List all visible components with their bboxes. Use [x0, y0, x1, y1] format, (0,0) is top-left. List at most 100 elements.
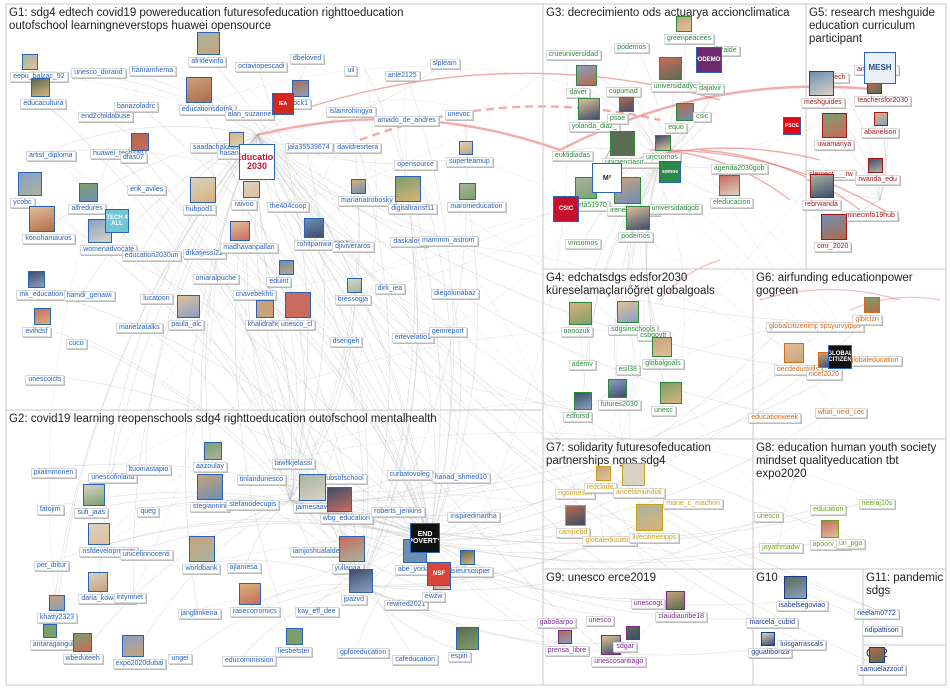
- node-label[interactable]: amado_de_andres: [374, 115, 439, 126]
- node-label[interactable]: ancefamundial: [613, 487, 665, 498]
- node-avatar[interactable]: [304, 217, 325, 238]
- podemos-logo[interactable]: PODEMOS: [696, 47, 722, 73]
- node-label[interactable]: education: [810, 505, 847, 516]
- node-label[interactable]: roberts_jenkins: [371, 506, 425, 517]
- node-label[interactable]: unescosantiago: [591, 656, 647, 667]
- node-avatar[interactable]: [665, 591, 685, 611]
- node-avatar[interactable]: [575, 64, 597, 86]
- node-label[interactable]: jangllinkena: [177, 609, 221, 620]
- node-label[interactable]: hanad_shmed10: [431, 473, 490, 484]
- node-label[interactable]: podemos: [618, 232, 653, 243]
- node-label[interactable]: djiviveraros: [332, 241, 374, 252]
- node-avatar[interactable]: [29, 206, 56, 233]
- node-label[interactable]: rewired2021: [383, 599, 429, 610]
- node-label[interactable]: octaviopescadi: [235, 61, 288, 72]
- node-label[interactable]: abanelson: [861, 128, 900, 139]
- node-label[interactable]: artist_diploma: [25, 151, 76, 162]
- node-label[interactable]: cafeducation: [392, 655, 438, 666]
- node-label[interactable]: gemreport: [428, 327, 467, 338]
- node-label[interactable]: the404coop: [266, 201, 310, 212]
- m2-logo[interactable]: M²: [592, 163, 622, 193]
- node-label[interactable]: oanozuk: [560, 327, 593, 338]
- node-label[interactable]: redclade: [583, 483, 617, 494]
- node-label[interactable]: equo: [665, 123, 687, 134]
- node-label[interactable]: tawfikjelassi: [271, 458, 315, 469]
- node-label[interactable]: neelam0772: [854, 608, 899, 619]
- node-label[interactable]: lucatoon: [140, 293, 173, 304]
- node-label[interactable]: educationweek: [748, 413, 801, 424]
- node-avatar[interactable]: [456, 627, 480, 651]
- node-label[interactable]: unesco: [585, 615, 615, 626]
- node-avatar[interactable]: [609, 130, 635, 156]
- node-label[interactable]: tipsyurvyipps: [817, 322, 864, 333]
- node-label[interactable]: csic: [693, 111, 712, 122]
- node-label[interactable]: slpleam: [429, 58, 460, 69]
- node-label[interactable]: inspiredmartha: [447, 511, 500, 522]
- node-label[interactable]: curbatovoleg: [386, 469, 433, 480]
- node-label[interactable]: bressogja: [334, 294, 372, 305]
- psoe-logo[interactable]: PSOE: [783, 117, 801, 135]
- node-label[interactable]: what_next_cec: [814, 408, 868, 419]
- node-label[interactable]: ycobc: [10, 198, 35, 209]
- node-label[interactable]: sdgar: [613, 641, 637, 652]
- node-label[interactable]: alan_suzanne: [224, 110, 275, 121]
- node-label[interactable]: stefanodecupis: [226, 499, 280, 510]
- node-avatar[interactable]: [821, 112, 847, 138]
- node-avatar[interactable]: [197, 473, 224, 500]
- node-label[interactable]: podemos: [614, 42, 649, 53]
- node-label[interactable]: ertevelatio1: [391, 332, 434, 343]
- node-avatar[interactable]: [626, 206, 651, 231]
- node-avatar[interactable]: [617, 300, 640, 323]
- node-avatar[interactable]: [83, 484, 106, 507]
- node-label[interactable]: per_ibitur: [33, 561, 70, 572]
- node-avatar[interactable]: [821, 213, 848, 240]
- node-label[interactable]: nicef2020: [805, 370, 842, 381]
- node-avatar[interactable]: [458, 141, 473, 156]
- node-label[interactable]: marcela_cubid: [746, 617, 798, 628]
- node-avatar[interactable]: [569, 302, 593, 326]
- node-avatar[interactable]: [121, 635, 144, 658]
- node-label[interactable]: psoe: [606, 113, 629, 124]
- node-label[interactable]: maromeducation: [447, 201, 506, 212]
- node-avatar[interactable]: [874, 112, 889, 127]
- node-label[interactable]: end2childabuse: [78, 111, 134, 122]
- node-label[interactable]: aazoulay: [193, 461, 228, 472]
- node-label[interactable]: meshguides: [801, 97, 845, 108]
- node-label[interactable]: tinlandunesco: [236, 475, 286, 486]
- node-avatar[interactable]: [675, 16, 692, 33]
- node-avatar[interactable]: [73, 633, 93, 653]
- node-label[interactable]: uwamariya: [814, 139, 855, 150]
- node-label[interactable]: konohamauros: [22, 234, 75, 245]
- node-label[interactable]: omaralpuche: [192, 274, 239, 285]
- node-label[interactable]: khatty2323: [36, 612, 78, 623]
- node-avatar[interactable]: [864, 297, 881, 314]
- node-label[interactable]: mammm_astrom: [418, 235, 478, 246]
- node-label[interactable]: dajalvir: [696, 83, 725, 94]
- node-label[interactable]: un_pga: [835, 538, 866, 549]
- node-label[interactable]: tsieursoupier: [447, 566, 494, 577]
- node-label[interactable]: alfredures: [68, 204, 106, 215]
- node-label[interactable]: cmr_2020: [814, 241, 852, 252]
- node-avatar[interactable]: [459, 549, 475, 565]
- node-label[interactable]: erik_aviles: [127, 184, 167, 195]
- node-label[interactable]: livecitimeripps: [629, 532, 680, 543]
- node-label[interactable]: ewzw: [421, 592, 446, 603]
- nsf-logo[interactable]: NSF: [427, 562, 451, 586]
- node-label[interactable]: universidadyc: [650, 81, 700, 92]
- node-avatar[interactable]: [619, 96, 635, 112]
- node-avatar[interactable]: [808, 70, 834, 96]
- node-label[interactable]: davet: [566, 87, 590, 98]
- node-label[interactable]: ngounesco: [555, 488, 596, 499]
- node-avatar[interactable]: [557, 630, 572, 645]
- node-label[interactable]: educationsdotpk: [178, 105, 236, 115]
- node-label[interactable]: superteamup: [445, 157, 493, 168]
- node-label[interactable]: espin: [447, 652, 471, 663]
- node-label[interactable]: worldbank: [182, 563, 221, 574]
- node-avatar[interactable]: [88, 572, 109, 593]
- node-avatar[interactable]: [22, 53, 39, 70]
- node-label[interactable]: unevoc: [444, 109, 474, 120]
- node-label[interactable]: glbiclzn: [852, 315, 882, 326]
- node-label[interactable]: globaleducation: [846, 356, 902, 367]
- node-avatar[interactable]: [596, 466, 612, 482]
- node-avatar[interactable]: [204, 441, 223, 460]
